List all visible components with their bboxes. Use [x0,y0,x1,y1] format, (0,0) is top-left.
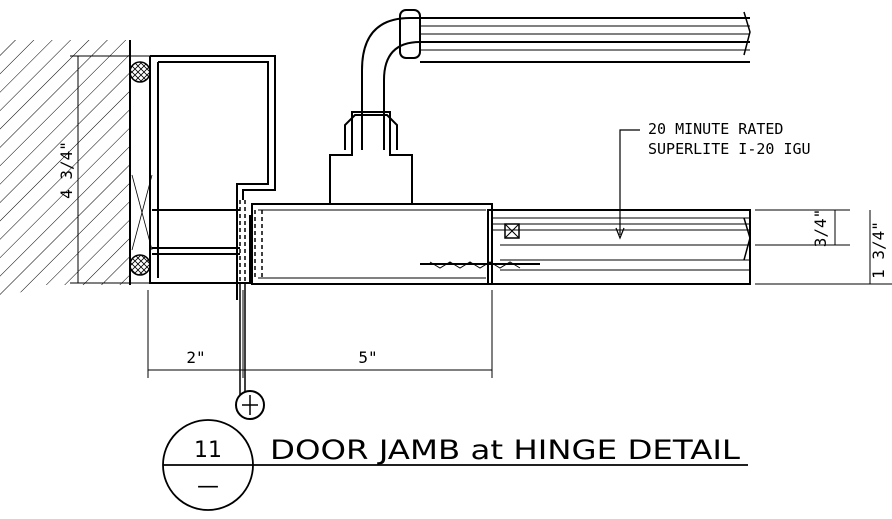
wall-section [0,40,131,300]
door-pull-handle [329,9,751,205]
dim-frame-face: 2" [186,348,205,367]
glazing-unit [420,209,751,285]
door-stile [251,203,493,285]
note-leader [615,129,640,240]
detail-number: 11 [194,438,222,463]
detail-title: DOOR JAMB at HINGE DETAIL [270,435,740,466]
note-line-2: SUPERLITE I-20 IGU [648,140,811,158]
detail-title-block: 11 — DOOR JAMB at HINGE DETAIL [162,419,748,511]
dim-jamb-depth: 4 3/4" [57,141,76,199]
note-line-1: 20 MINUTE RATED [648,120,783,138]
dim-glass-thickness: 3/4" [811,209,830,248]
dimension-lines [70,55,892,378]
dim-door-thickness: 1 3/4" [869,221,888,279]
sheet-number: — [197,474,219,499]
hollow-metal-frame [131,55,276,300]
sealant-joints [129,61,151,276]
hinge [235,200,265,420]
dim-door-edge: 5" [358,348,377,367]
